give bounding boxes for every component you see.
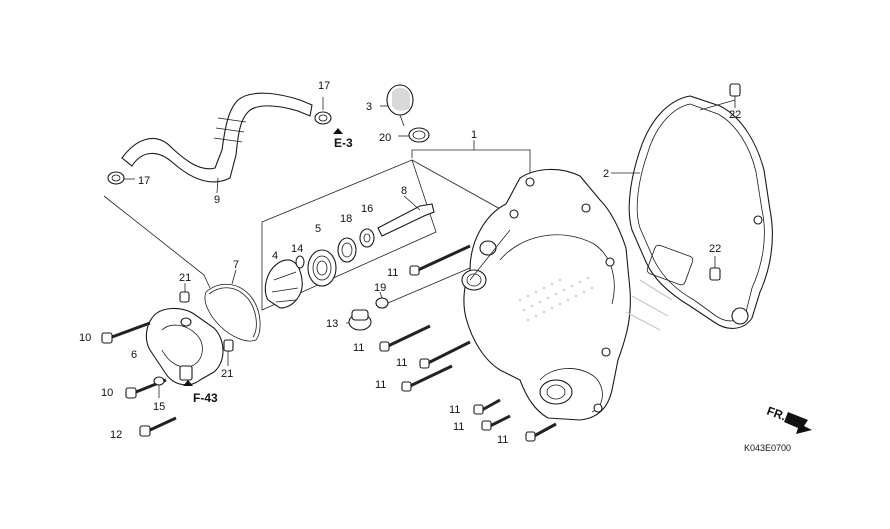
label-part-10-upper: 10 [79, 332, 91, 344]
label-part-20: 20 [379, 132, 391, 144]
label-part-15: 15 [153, 401, 165, 413]
label-part-16: 16 [361, 203, 373, 215]
oil-cap-drawing [346, 267, 471, 331]
label-part-11-b: 11 [353, 342, 364, 354]
label-part-9: 9 [214, 194, 220, 206]
label-part-22-lower: 22 [709, 243, 721, 255]
label-part-19: 19 [374, 282, 386, 294]
label-part-17-right: 17 [318, 80, 330, 92]
label-part-10-lower: 10 [101, 387, 113, 399]
label-part-1: 1 [471, 129, 477, 141]
pump-bolts-drawing [101, 321, 177, 437]
label-part-13: 13 [326, 318, 338, 330]
label-part-7: 7 [233, 259, 239, 271]
label-part-6: 6 [131, 349, 137, 361]
front-direction-arrow [784, 412, 812, 434]
f-43-arrow-icon [183, 380, 193, 386]
front-direction-label: FR. [765, 404, 788, 424]
cover-gasket-drawing [611, 83, 773, 329]
label-part-11-f: 11 [453, 421, 464, 433]
label-part-8: 8 [401, 185, 407, 197]
reference-e-3[interactable]: E-3 [334, 136, 353, 150]
reference-f-43[interactable]: F-43 [193, 391, 218, 405]
label-part-18: 18 [340, 213, 352, 225]
label-part-5: 5 [315, 223, 321, 235]
label-part-17-left: 17 [138, 175, 150, 187]
label-part-11-c: 11 [396, 357, 407, 369]
label-part-3: 3 [366, 101, 372, 113]
label-part-11-e: 11 [449, 404, 460, 416]
filler-cap-drawing [380, 84, 430, 143]
part-number-labels: 1 2 3 4 5 6 7 8 9 10 10 11 11 11 11 11 1… [79, 80, 741, 446]
pump-internals-box [261, 159, 521, 311]
label-part-12: 12 [110, 429, 122, 441]
crankcase-cover-drawing [461, 168, 673, 421]
leader-line-pump [103, 195, 211, 289]
label-part-2: 2 [603, 168, 609, 180]
diagram-code: K043E0700 [744, 443, 791, 453]
label-part-11-g: 11 [497, 434, 508, 446]
hose-clamp-drawing [107, 97, 332, 185]
label-part-11-d: 11 [375, 379, 386, 391]
water-pump-cover-drawing [145, 269, 261, 386]
assembly-bracket-1 [411, 140, 531, 175]
reference-labels: E-3 F-43 FR. K043E0700 [193, 136, 791, 453]
label-part-4: 4 [272, 250, 278, 262]
label-part-21-lower: 21 [221, 368, 233, 380]
e-3-arrow-icon [333, 128, 343, 134]
label-part-21-upper: 21 [179, 272, 191, 284]
label-part-11-a: 11 [387, 267, 398, 279]
label-part-22-upper: 22 [729, 109, 741, 121]
cover-bolts-drawing [379, 229, 557, 442]
water-hose-drawing [121, 92, 313, 194]
label-part-14: 14 [291, 243, 303, 255]
